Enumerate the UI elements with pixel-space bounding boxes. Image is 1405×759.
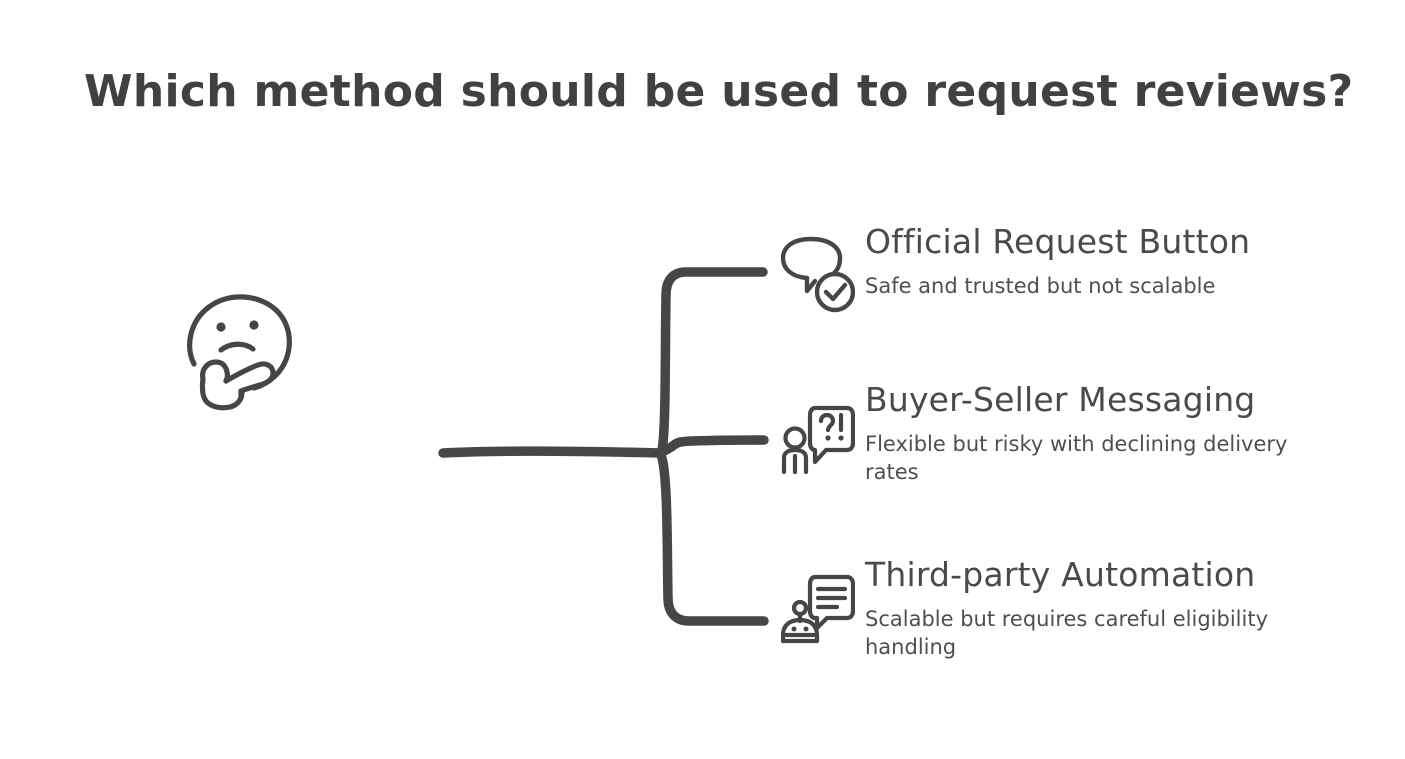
branch-description: Safe and trusted but not scalable [865, 273, 1216, 298]
thinking-face-icon [176, 288, 306, 418]
robot-chat-bubble-icon [780, 569, 856, 649]
connector-stem [438, 446, 665, 458]
connector-middle-arm [657, 435, 769, 457]
branch-heading: Third-party Automation [865, 555, 1256, 594]
curly-bracket-connector [430, 250, 780, 650]
branch-description: Flexible but risky with declining delive… [865, 431, 1288, 485]
connector-bottom-arm [656, 450, 769, 626]
branch-item[interactable]: Buyer-Seller Messaging Flexible but risk… [781, 380, 1361, 486]
connector-top-arm [657, 267, 768, 455]
branch-heading: Official Request Button [865, 222, 1251, 261]
branch-item[interactable]: Third-party Automation Scalable but requ… [780, 555, 1361, 661]
branch-text: Official Request Button Safe and trusted… [865, 222, 1361, 300]
branch-text: Buyer-Seller Messaging Flexible but risk… [865, 380, 1361, 486]
branch-text: Third-party Automation Scalable but requ… [865, 555, 1361, 661]
page-title: Which method should be used to request r… [84, 66, 1354, 117]
branch-description: Scalable but requires careful eligibilit… [865, 606, 1268, 660]
branch-heading: Buyer-Seller Messaging [865, 380, 1256, 419]
person-question-exclamation-bubble-icon [781, 396, 856, 476]
speech-bubble-check-icon [780, 236, 856, 316]
branch-item[interactable]: Official Request Button Safe and trusted… [780, 222, 1361, 316]
